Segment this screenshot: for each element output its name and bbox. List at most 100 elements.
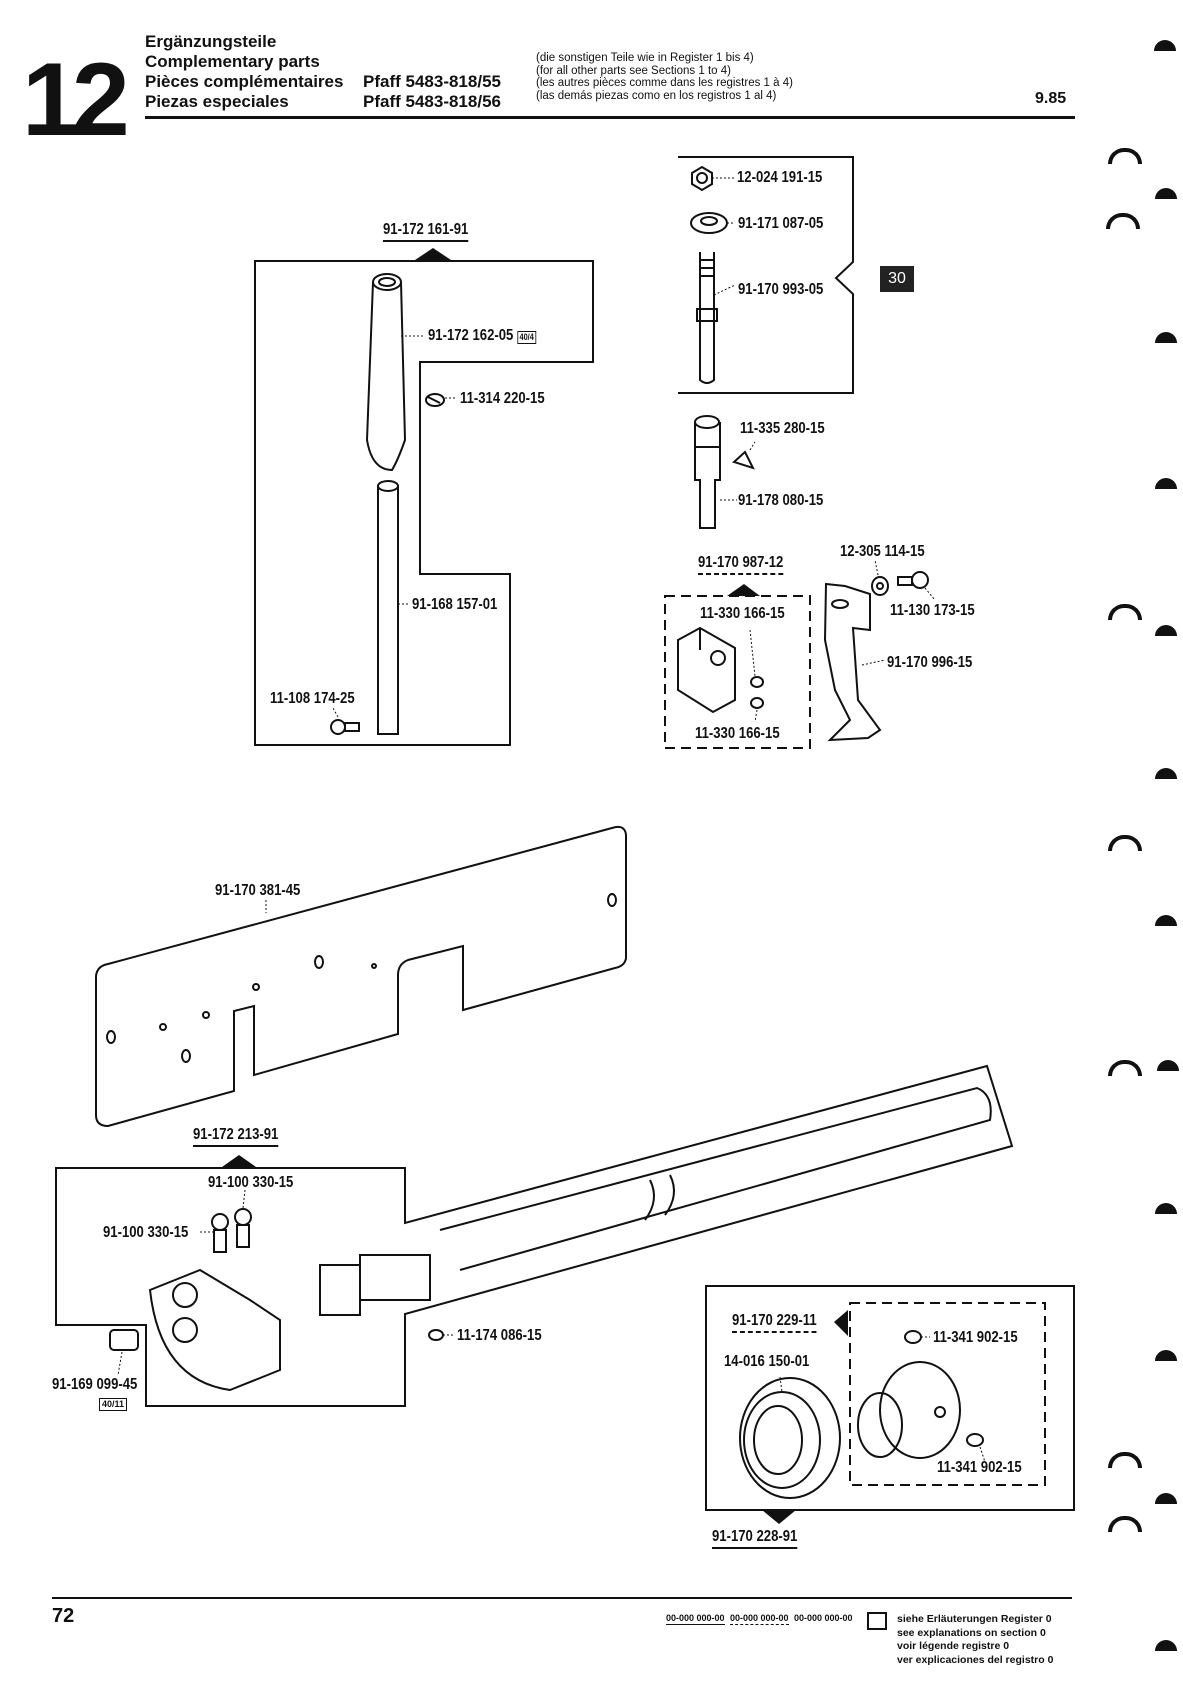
part-label: 11-314 220-15 [460,390,545,407]
clamp-block-icon [677,626,736,714]
cross-reference-badge: 40/11 [99,1398,128,1411]
binder-mark [1155,478,1177,489]
note-en: (for all other parts see Sections 1 to 4… [536,64,731,77]
binder-mark [1155,768,1177,779]
cross-reference-badge: 40/4 [517,331,537,344]
group-marker-left [834,1310,848,1336]
part-label: 11-330 166-15 [695,725,780,742]
binder-mark [1155,915,1177,926]
part-label: 14-016 150-01 [724,1353,810,1370]
washer-icon [871,576,889,596]
header-rule [145,116,1075,119]
legend-sample-part: 00-000 000-00 [794,1613,853,1623]
binder-mark [1155,1493,1177,1504]
page-number: 72 [52,1605,75,1627]
model-list: Pfaff 5483-818/55 Pfaff 5483-818/56 [363,72,501,112]
title-de: Ergänzungsteile [145,32,277,51]
part-label: 91-171 087-05 [738,215,824,232]
footer-rule [52,1597,1072,1599]
set-screw-icon [425,393,445,407]
part-label: 91-100 330-15 [103,1224,189,1241]
group-label-bearing: 91-170 228-91 [712,1528,798,1549]
collar-icon [857,1361,961,1459]
threaded-post-icon [696,252,718,384]
mounting-plate [95,825,627,1128]
binder-mark [1108,1060,1142,1076]
part-label: 11-174 086-15 [457,1327,542,1344]
binder-mark [1155,1640,1177,1651]
legend-de: siehe Erläuterungen Register 0 [897,1613,1052,1625]
legend-es: ver explicaciones del registro 0 [897,1653,1054,1666]
binder-mark [1155,332,1177,343]
binder-mark [1108,1452,1142,1468]
binder-mark [1157,1060,1179,1071]
needle-bar-group-frame [254,260,594,746]
group-marker-down [762,1510,796,1524]
binder-mark [1108,835,1142,851]
needle-bar-sleeve [365,281,407,472]
part-label: 91-168 157-01 [412,596,498,613]
part-label: 91-100 330-15 [208,1174,294,1191]
part-label: 11-341 902-15 [937,1459,1022,1476]
screw-icon [330,719,360,735]
binder-mark [1154,40,1176,51]
group-marker-up [222,1155,256,1167]
group-label-feed: 91-172 213-91 [193,1126,279,1147]
collar-group-frame [849,1302,1046,1486]
cone-screw-icon [732,450,755,470]
legend-sample-group: 00-000 000-00 [666,1613,725,1625]
note-es: (las demás piezas como en los registros … [536,89,777,102]
note-fr: (les autres pièces comme dans les regist… [536,77,793,89]
angle-bracket [823,582,882,742]
binder-mark [1155,1203,1177,1214]
needle-bar-rod [377,486,399,735]
washer-icon [690,212,728,234]
group-marker-up [727,584,760,596]
part-label: 91-169 099-45 [52,1376,138,1393]
part-label: 91-170 993-05 [738,281,824,298]
main-shaft [439,1086,992,1271]
note-de: (die sonstigen Teile wie in Register 1 b… [536,52,754,64]
bearing-group-frame [705,1285,1075,1511]
screw-icon [211,1213,229,1253]
pin-icon [694,415,721,529]
shaft-group-frame [55,1064,1014,1407]
binder-mark [1108,1516,1142,1532]
part-label: 11-108 174-25 [270,690,355,707]
binder-mark [1155,1350,1177,1361]
part-label: 11-130 173-15 [890,602,975,619]
bearing-icon [739,1377,841,1499]
part-label: 91-178 080-15 [738,492,824,509]
section-number: 12 [22,42,130,158]
legend-box-icon [867,1612,887,1630]
screw-icon [234,1208,252,1248]
pin-icon [109,1329,139,1351]
post-group-frame [678,156,854,394]
legend-fr: voir légende registre 0 [897,1640,1010,1652]
part-label: 12-305 114-15 [840,543,925,560]
part-label: 11-330 166-15 [700,605,785,622]
nut-icon [691,165,713,192]
group-label-bracket: 91-170 987-12 [698,554,784,575]
section-titles: Ergänzungsteile Complementary parts Pièc… [145,32,343,112]
binder-mark [1108,148,1142,164]
part-label: 91-170 996-15 [887,654,973,671]
set-screw-icon [904,1330,984,1447]
binder-mark [1108,604,1142,620]
model-55: Pfaff 5483-818/55 [363,72,501,91]
shaft-collars-icon [319,1254,431,1316]
binder-mark [1155,625,1177,636]
group-marker-up [415,248,451,260]
group-label-needle-bar: 91-172 161-91 [383,221,469,242]
title-es: Piezas especiales [145,92,289,111]
model-56: Pfaff 5483-818/56 [363,92,501,111]
binder-mark [1155,188,1177,199]
title-fr: Pièces complémentaires [145,72,344,91]
part-label: 11-335 280-15 [740,420,825,437]
section-reference-badge: 30 [880,266,914,292]
group-label-collar: 91-170 229-11 [732,1312,817,1333]
legend-explanation: siehe Erläuterungen Register 0 see expla… [897,1613,1053,1667]
binder-mark [1106,213,1140,229]
part-label: 91-170 381-45 [215,882,301,899]
